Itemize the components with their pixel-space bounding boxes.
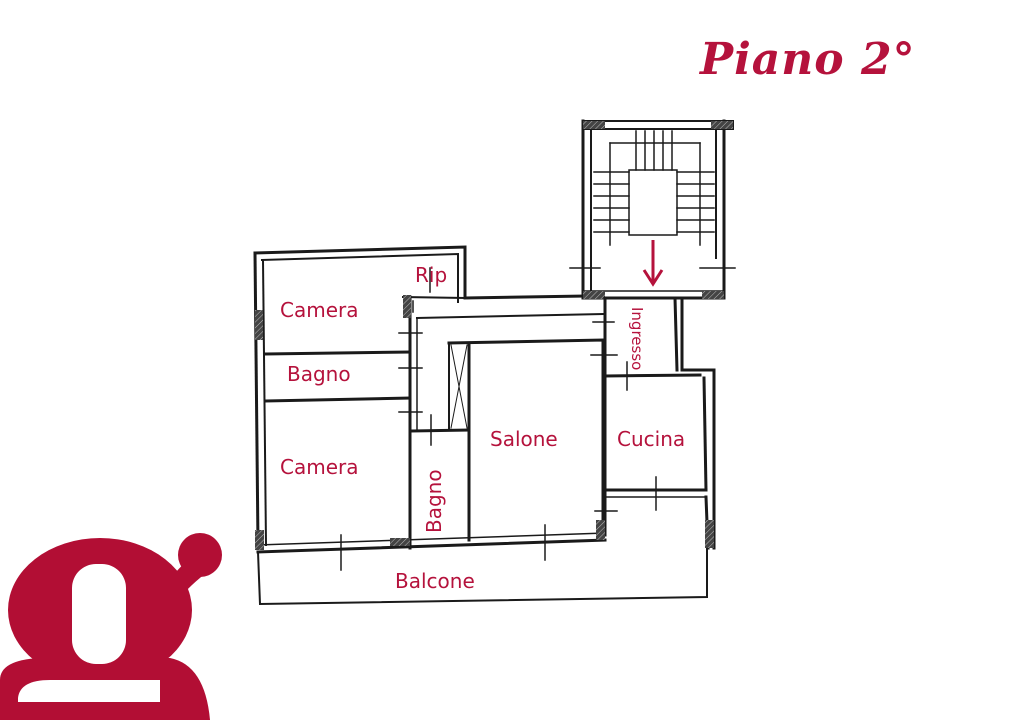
- room-label-salone: Salone: [490, 427, 558, 451]
- arrow-down-icon: [642, 240, 664, 287]
- g-logo: [0, 533, 222, 720]
- room-label-bagno-vertical: Bagno: [422, 469, 446, 533]
- room-label-ingresso: Ingresso: [628, 307, 646, 371]
- room-label-bagno-left: Bagno: [287, 362, 351, 386]
- room-label-camera-top: Camera: [280, 298, 359, 322]
- room-label-rip: Rip: [415, 263, 448, 287]
- room-label-camera-bottom: Camera: [280, 455, 359, 479]
- floor-title: Piano 2°: [700, 34, 916, 85]
- room-label-cucina: Cucina: [617, 427, 686, 451]
- room-label-balcone: Balcone: [395, 569, 475, 593]
